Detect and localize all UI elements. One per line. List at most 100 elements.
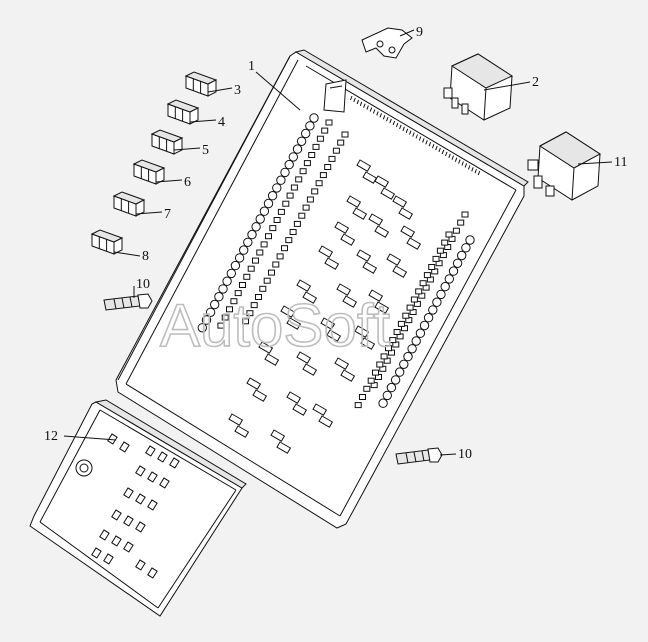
terminal [210, 299, 220, 310]
fuse-socket [385, 345, 392, 352]
comb-tooth [402, 126, 405, 131]
terminal [284, 159, 294, 170]
fuse-socket [367, 377, 375, 384]
fuse-socket [324, 164, 332, 170]
callout-3: 3 [234, 83, 241, 98]
fuse-socket [256, 249, 264, 256]
fuse-socket [239, 282, 246, 288]
callout-6: 6 [184, 175, 191, 190]
cover-slot [135, 559, 146, 571]
comb-tooth [363, 103, 366, 108]
relay-pad [360, 337, 376, 350]
terminal [205, 307, 216, 317]
terminal [305, 121, 315, 131]
callout-numbers: 1 2 3 4 5 6 7 8 9 10 10 11 12 [44, 25, 627, 462]
fuse-socket [415, 288, 423, 295]
terminal [415, 328, 426, 338]
relay-pad [286, 317, 302, 330]
cover-slot-pattern [91, 433, 180, 579]
fuse-side [113, 237, 123, 255]
relay-pad [342, 295, 358, 308]
relay-pad [318, 245, 334, 258]
relay-pad [324, 257, 340, 270]
terminal [234, 253, 245, 263]
cover-slot [107, 433, 118, 445]
relay-pad [374, 301, 390, 314]
fuse-socket [419, 280, 427, 287]
comb-tooth [425, 140, 428, 145]
terminal [259, 206, 270, 216]
fuse-socket [445, 231, 453, 238]
fuse-socket [363, 385, 371, 392]
cover-slot [103, 553, 114, 565]
fuse-stack [90, 71, 218, 255]
relay-pad [292, 403, 308, 416]
bolt-part-10-upper [103, 293, 153, 311]
callout-8: 8 [142, 249, 149, 264]
terminal [452, 258, 463, 268]
cover-slot [145, 445, 156, 457]
relay-pad [400, 225, 416, 238]
fuse-socket [246, 310, 254, 317]
fuse-socket [265, 233, 272, 240]
terminal [251, 222, 261, 232]
fuse-socket [337, 139, 345, 146]
comb-tooth [431, 144, 435, 149]
relay-pad [296, 279, 312, 292]
comb-tooth [392, 120, 396, 126]
fuse-socket [308, 152, 316, 158]
relay-pad [276, 441, 292, 454]
cover-slot [99, 529, 110, 541]
terminal [201, 315, 212, 325]
fuse-socket [423, 272, 431, 279]
terminal [378, 398, 388, 408]
comb-tooth [477, 170, 481, 176]
fuse-socket [332, 147, 340, 154]
comb-tooth [382, 115, 386, 120]
fuse-socket [272, 261, 280, 268]
fuse-socket [457, 219, 465, 226]
comb-tooth [366, 105, 369, 110]
comb-tooth [435, 145, 438, 151]
cover-slot [135, 493, 146, 505]
relay-pad [326, 329, 342, 342]
terminal [272, 183, 282, 193]
comb-tooth [409, 130, 412, 135]
terminal [390, 375, 401, 385]
terminal [432, 297, 442, 307]
fuse-relay-box [115, 49, 529, 529]
terminal [226, 268, 237, 279]
fuse-socket [221, 314, 229, 321]
relay-pad [252, 389, 268, 402]
terminal [296, 136, 307, 147]
relay-part-11 [527, 131, 601, 201]
relay-pad [398, 207, 414, 220]
terminal [399, 359, 409, 369]
comb-tooth [359, 101, 363, 106]
callout-10-upper: 10 [136, 277, 150, 292]
cover-slot [119, 441, 130, 453]
terminal [309, 113, 319, 123]
fuse-socket [255, 294, 262, 300]
comb-tooth [389, 118, 392, 124]
fuse-socket [372, 369, 379, 376]
fuse-socket [298, 212, 306, 219]
fuse-socket [380, 353, 388, 360]
comb-tooth [454, 157, 458, 162]
fuse-socket [461, 211, 469, 218]
callout-9: 9 [416, 25, 423, 40]
fuse-socket [290, 184, 298, 191]
comb-tooth [458, 159, 461, 164]
relay-pad [302, 363, 318, 376]
relay-pad [368, 213, 384, 226]
fuse-socket [299, 168, 307, 175]
comb-tooth [372, 109, 376, 114]
relay-pad [406, 237, 422, 250]
fuse-socket [277, 208, 285, 215]
callout-5: 5 [202, 143, 209, 158]
terminal [407, 344, 417, 354]
terminal [230, 260, 241, 271]
relay-pad [334, 221, 350, 234]
cover-slot [147, 567, 158, 579]
